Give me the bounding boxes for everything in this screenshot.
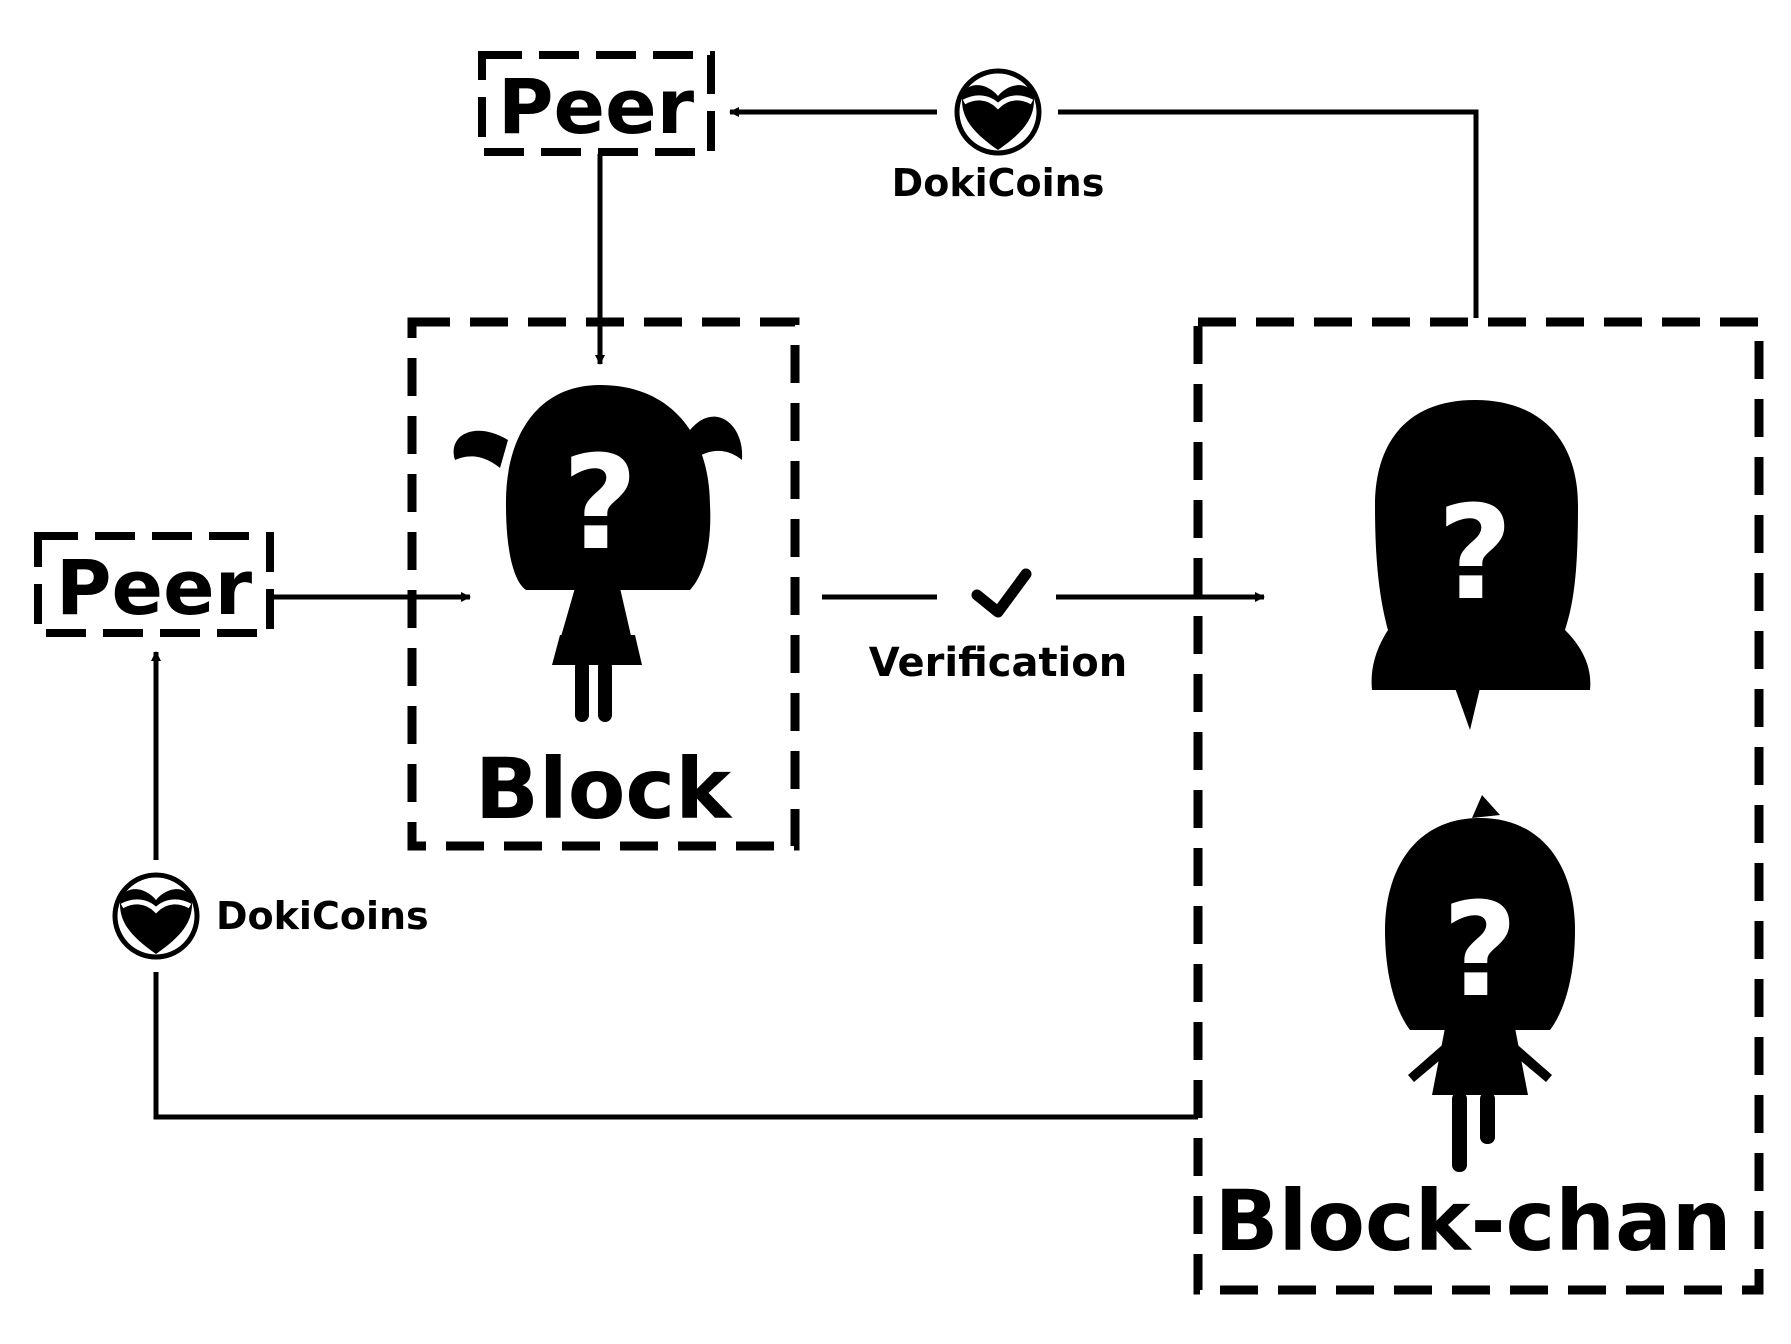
question-mark: ?: [1442, 874, 1517, 1026]
edge-reward-top: DokiCoins: [729, 68, 1479, 318]
check-icon: [971, 568, 1032, 618]
heart-coin-icon: [112, 872, 200, 960]
edge-verification: Verification: [822, 568, 1265, 686]
question-mark: ?: [1437, 477, 1512, 629]
edge-reward-left: DokiCoins: [112, 651, 1198, 1120]
block-node: ? Block: [407, 317, 800, 851]
block-box: [407, 317, 800, 851]
mystery-silhouette-icon: ?: [1371, 400, 1591, 730]
peer-left-label: Peer: [56, 543, 253, 632]
question-mark: ?: [562, 427, 637, 579]
block-label: Block: [475, 740, 733, 838]
peer-left-node: Peer: [34, 532, 274, 637]
peer-top-box: [478, 51, 715, 156]
mystery-silhouette-icon: ?: [1385, 795, 1575, 1172]
heart-coin-icon: [954, 68, 1042, 156]
blockchain-label: Block-chan: [1214, 1172, 1731, 1270]
reward-left-label: DokiCoins: [216, 894, 429, 938]
reward-top-label: DokiCoins: [892, 161, 1105, 205]
blockchain-box: [1193, 317, 1764, 1295]
peer-left-box: [34, 532, 274, 637]
peer-top-node: Peer: [478, 51, 715, 156]
blockchain-node: ? ? Block-chan: [1193, 317, 1764, 1295]
peer-top-label: Peer: [498, 62, 695, 151]
mystery-silhouette-icon: ?: [453, 385, 743, 722]
verification-label: Verification: [869, 640, 1127, 686]
